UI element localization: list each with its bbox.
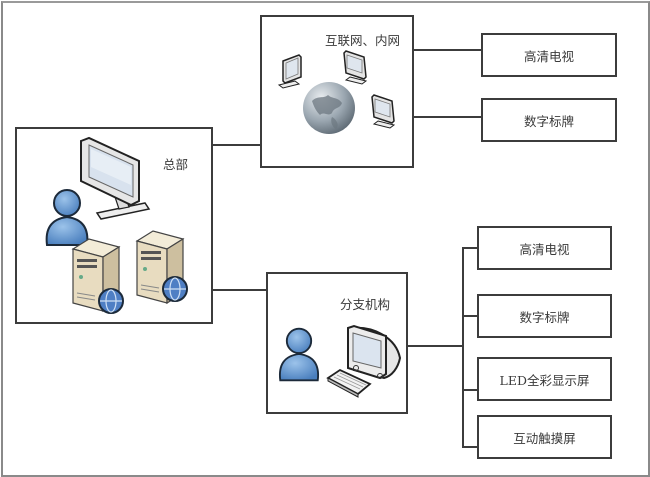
device-label: 高清电视 <box>523 48 574 64</box>
branch-output-digital-signage: 数字标牌 <box>477 294 612 338</box>
user-icon <box>278 327 320 382</box>
network-label: 互联网、内网 <box>325 33 401 48</box>
network-output-hdtv: 高清电视 <box>481 33 617 77</box>
connector-trunk-to-hdtv <box>462 247 478 249</box>
connector-hq-to-branch <box>211 289 267 291</box>
branch-output-led-display: LED全彩显示屏 <box>477 357 612 401</box>
headquarters-box: 总部 <box>15 127 213 324</box>
device-label: LED全彩显示屏 <box>499 372 590 388</box>
branch-output-hdtv: 高清电视 <box>477 226 612 270</box>
network-output-digital-signage: 数字标牌 <box>481 98 617 142</box>
keyboard-icon <box>326 368 372 398</box>
branch-box: 分支机构 <box>266 272 408 414</box>
server-icon <box>71 238 124 314</box>
monitor-icon <box>277 54 302 89</box>
monitor-icon <box>371 94 396 129</box>
device-label: 互动触摸屏 <box>513 430 576 446</box>
server-icon <box>135 230 188 305</box>
connector-trunk-to-signage <box>462 315 478 317</box>
connector-hq-to-network <box>211 144 261 146</box>
crt-monitor-icon <box>347 324 402 380</box>
connector-network-to-signage <box>412 116 482 118</box>
connector-branch-trunk <box>462 247 464 448</box>
connector-branch-to-trunk <box>406 345 464 347</box>
connector-network-to-hdtv <box>412 49 482 51</box>
branch-output-touch-screen: 互动触摸屏 <box>477 415 612 459</box>
headquarters-label: 总部 <box>163 157 189 172</box>
monitor-icon <box>343 50 368 85</box>
connector-trunk-to-led <box>462 389 478 391</box>
network-box: 互联网、内网 <box>260 15 414 168</box>
connector-trunk-to-touch <box>462 446 478 448</box>
device-label: 高清电视 <box>519 241 570 257</box>
user-icon <box>45 189 89 246</box>
monitor-icon <box>80 136 151 220</box>
branch-label: 分支机构 <box>340 297 391 312</box>
device-label: 数字标牌 <box>523 113 574 129</box>
device-label: 数字标牌 <box>519 309 570 325</box>
globe-icon <box>303 82 355 134</box>
